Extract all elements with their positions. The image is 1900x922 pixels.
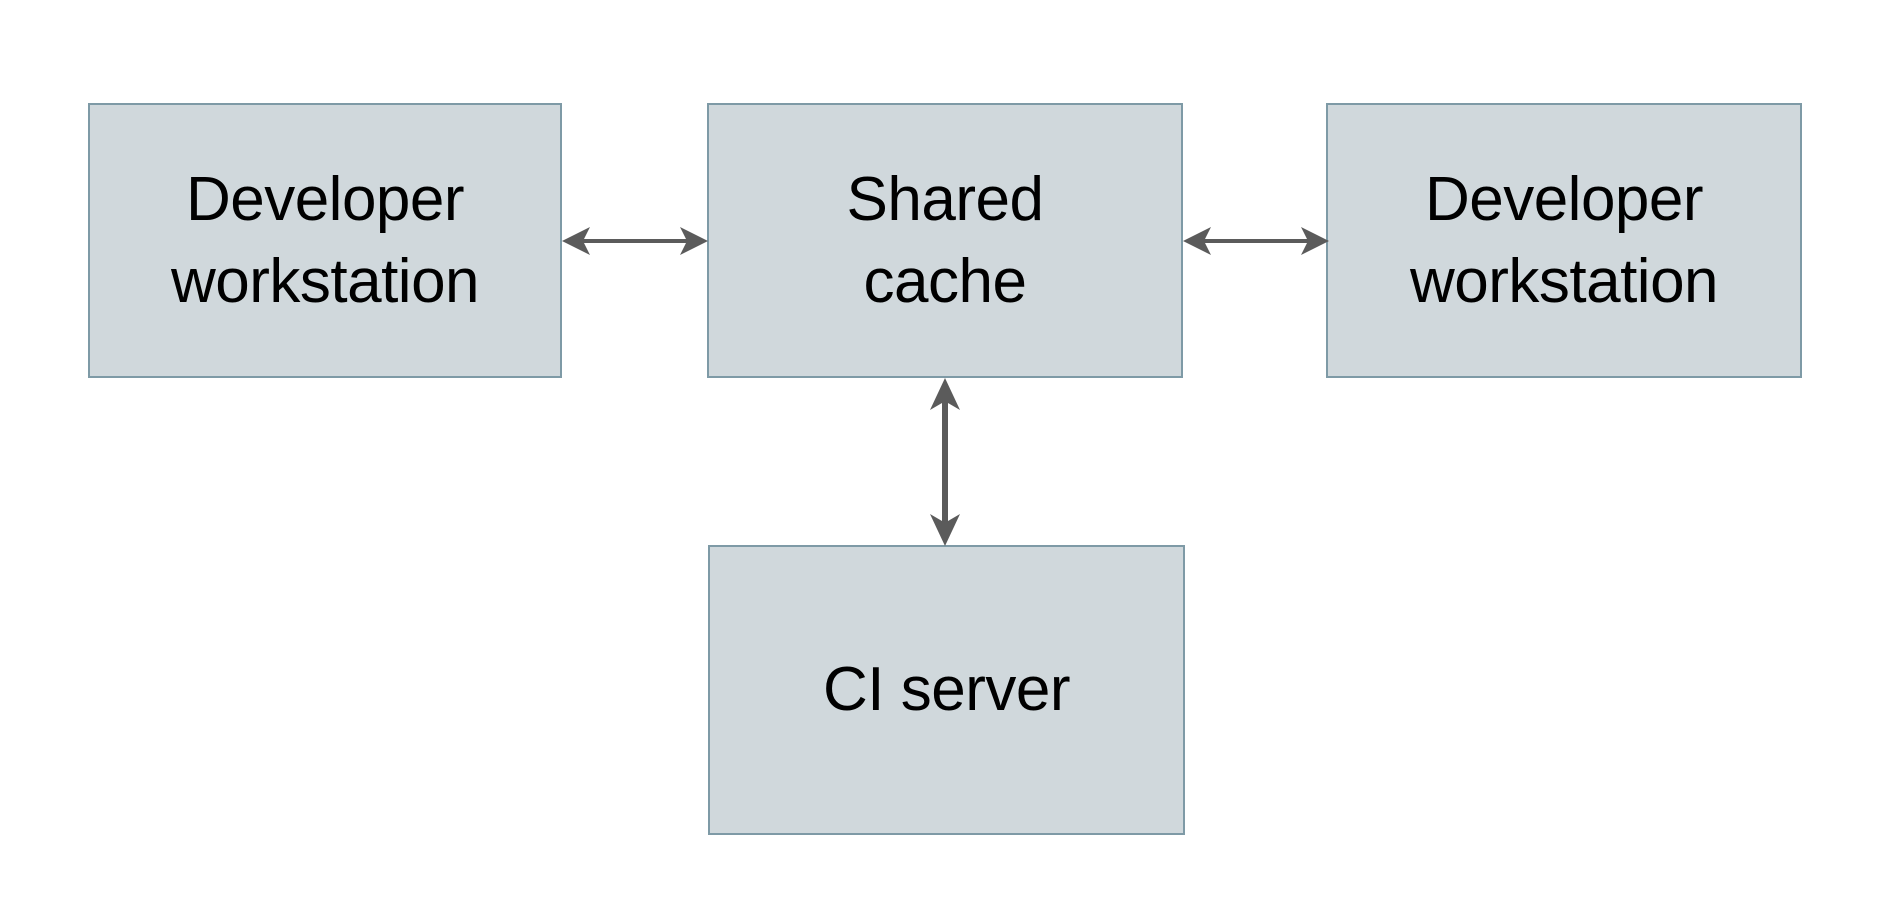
- node-label: Developer workstation: [170, 164, 480, 316]
- node-shared-cache[interactable]: Shared cache: [707, 103, 1183, 378]
- node-developer-workstation-right[interactable]: Developer workstation: [1326, 103, 1802, 378]
- connector-double-arrow-cache-to-right: [1183, 227, 1329, 255]
- node-label: CI server: [823, 655, 1070, 725]
- node-label: Shared cache: [846, 164, 1044, 316]
- connector-double-arrow-cache-to-ci: [930, 378, 960, 546]
- node-ci-server[interactable]: CI server: [708, 545, 1185, 835]
- node-developer-workstation-left[interactable]: Developer workstation: [88, 103, 562, 378]
- node-label: Developer workstation: [1409, 164, 1719, 316]
- connector-double-arrow-left-to-cache: [562, 227, 708, 255]
